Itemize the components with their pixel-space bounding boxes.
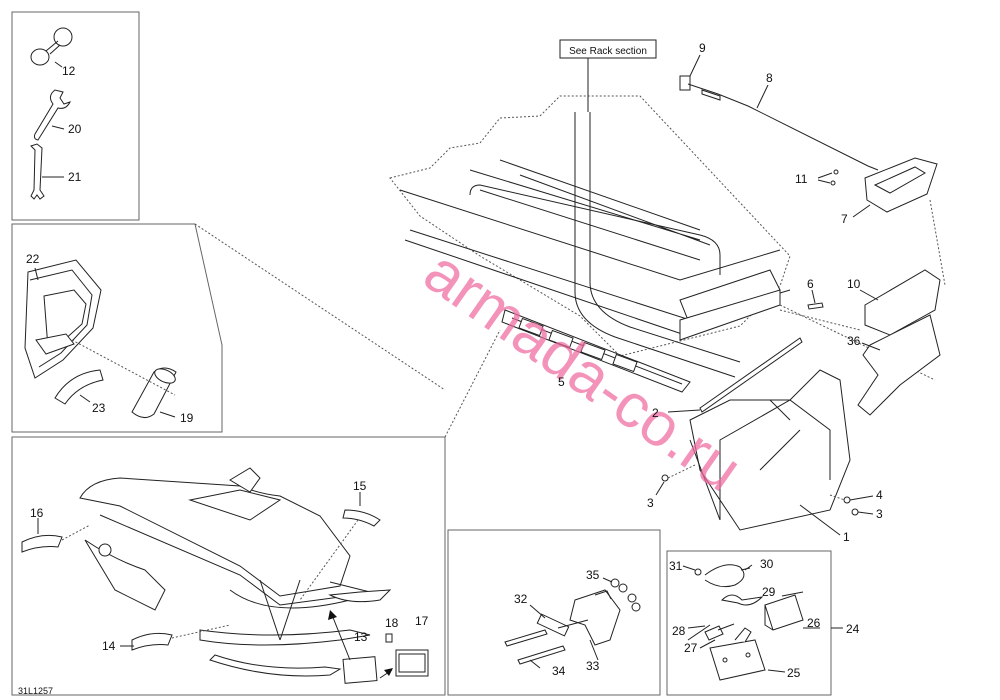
callout-34: 34 — [552, 664, 566, 678]
suction-cup-part — [30, 27, 73, 66]
callout-19: 19 — [180, 411, 194, 425]
callout-18: 18 — [385, 616, 399, 630]
nut-4-part — [843, 496, 851, 504]
light-housing-10-part — [864, 269, 941, 336]
inset-box-bracket — [666, 550, 832, 696]
callout-33: 33 — [586, 659, 600, 673]
clip-29-part — [720, 594, 764, 606]
callout-30: 30 — [760, 557, 774, 571]
callout-35: 35 — [586, 568, 600, 582]
rack-reference-box — [559, 39, 657, 59]
decal-15-part — [342, 509, 381, 527]
callout-25: 25 — [787, 666, 801, 680]
drawing-code: 31L1257 — [18, 686, 53, 696]
strip-2-part — [699, 337, 803, 413]
callout-3-left: 3 — [647, 496, 654, 510]
plate-32-part — [536, 613, 570, 637]
bolts-34-part — [504, 619, 589, 665]
screw-3-left-part — [661, 474, 669, 482]
callout-31: 31 — [669, 559, 683, 573]
callout-7: 7 — [841, 212, 848, 226]
inset-box-bag — [11, 223, 223, 433]
rack-reference-label: See Rack section — [569, 46, 647, 57]
callout-26: 26 — [807, 616, 821, 630]
callout-4: 4 — [876, 488, 883, 502]
nuts-35-part — [610, 578, 641, 612]
decal-16-part — [21, 534, 63, 553]
inset-box-hitch — [447, 529, 661, 696]
lanyard-30-part — [704, 564, 751, 588]
strap-part — [54, 369, 104, 405]
spanner-wrench-part — [33, 89, 71, 141]
callout-27: 27 — [684, 641, 698, 655]
callout-12: 12 — [62, 64, 76, 78]
bracket-26-part — [764, 594, 804, 631]
callout-5: 5 — [558, 375, 565, 389]
rack-part — [389, 95, 791, 378]
key-27-part — [704, 623, 735, 641]
storage-bag-part — [24, 259, 102, 379]
callout-1: 1 — [843, 530, 850, 544]
callout-6: 6 — [807, 277, 814, 291]
callout-17: 17 — [415, 614, 429, 628]
callout-14: 14 — [102, 639, 116, 653]
callout-3-right: 3 — [876, 507, 883, 521]
callout-24: 24 — [846, 622, 860, 636]
pin-31-part — [694, 568, 702, 576]
callout-21: 21 — [68, 170, 82, 184]
bolt-6-part — [807, 302, 824, 310]
open-wrench-part — [30, 143, 45, 200]
roll-part — [131, 367, 177, 418]
watermark-text: armada-co.ru — [412, 237, 754, 505]
hitch-plate-33-part — [569, 589, 621, 646]
reflector-13-part — [342, 656, 378, 684]
callout-11: 11 — [795, 172, 808, 186]
wire-harness-part — [679, 75, 879, 171]
callout-16: 16 — [30, 506, 44, 520]
callout-10: 10 — [847, 277, 861, 291]
rivet-18-part — [385, 633, 393, 643]
mount-36-part — [857, 314, 941, 416]
callout-13: 13 — [354, 630, 368, 644]
callout-2: 2 — [652, 406, 659, 420]
inset-box-snowmobile — [11, 436, 446, 696]
snowmobile-part — [79, 467, 392, 677]
decal-14-part — [131, 632, 173, 651]
callout-9: 9 — [699, 41, 706, 55]
callout-32: 32 — [514, 592, 528, 606]
callout-8: 8 — [766, 71, 773, 85]
mudflap-1-part — [689, 369, 851, 531]
callout-labels: 1 2 3 3 4 5 6 7 8 9 10 11 12 13 14 15 16… — [26, 41, 883, 680]
tail-light-7-part — [864, 157, 938, 213]
rod-28-part — [687, 624, 711, 641]
callout-28: 28 — [672, 624, 686, 638]
callout-20: 20 — [68, 122, 82, 136]
callout-29: 29 — [762, 585, 776, 599]
inset-box-tools — [11, 11, 140, 221]
callout-23: 23 — [92, 401, 106, 415]
callout-22: 22 — [26, 252, 40, 266]
callout-15: 15 — [353, 479, 367, 493]
screw-3-right-part — [851, 508, 859, 516]
callout-36: 36 — [847, 334, 861, 348]
license-plate-25-part — [709, 627, 766, 681]
